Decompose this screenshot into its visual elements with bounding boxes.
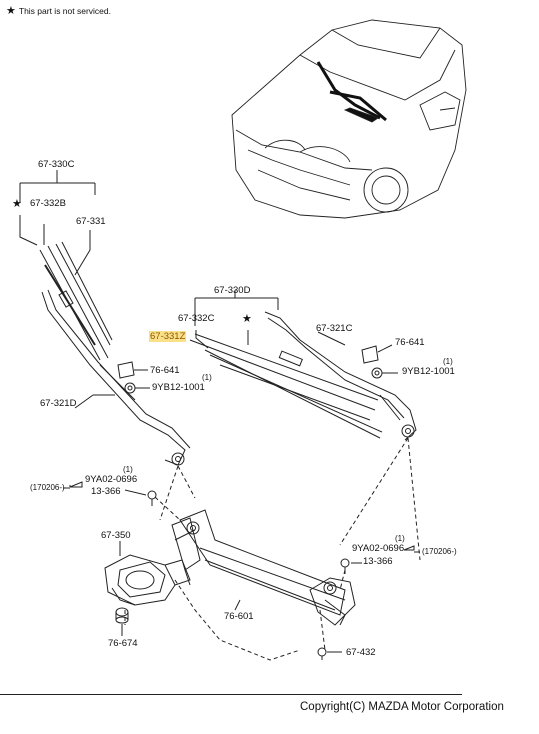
- part-label-67-432: 67-432: [346, 647, 376, 658]
- star-icon: ★: [12, 197, 22, 210]
- left-wiper-blade: [39, 241, 113, 361]
- grommet-76-674: [115, 607, 129, 624]
- part-label-76-641-right: 76-641: [395, 337, 425, 348]
- part-label-67-330c: 67-330C: [38, 159, 75, 170]
- qty-label: (1): [395, 534, 405, 543]
- flag-left: [69, 481, 83, 488]
- leader-321c: [317, 331, 346, 346]
- left-wiper-arm: [41, 289, 191, 466]
- flag-right: [403, 545, 415, 551]
- part-label-67-321d: 67-321D: [40, 398, 77, 409]
- part-label-13-366-left: 13-366: [91, 486, 121, 497]
- date-note-left: (170206-): [30, 483, 65, 492]
- qty-label: (1): [202, 373, 212, 382]
- copyright-text: Copyright(C) MAZDA Motor Corporation: [300, 701, 504, 713]
- leader-76-601: [234, 599, 241, 611]
- part-label-67-332b: 67-332B: [30, 198, 66, 209]
- part-label-76-601: 76-601: [224, 611, 254, 622]
- star-icon: ★: [6, 4, 16, 17]
- part-label-76-674: 76-674: [108, 638, 138, 649]
- note-text: This part is not serviced.: [18, 6, 111, 16]
- part-label-67-321c: 67-321C: [316, 323, 353, 334]
- wiper-linkage: [171, 509, 356, 626]
- bolt-13-366-left: [147, 490, 157, 506]
- vehicle-illustration: [231, 19, 467, 219]
- part-label-67-331: 67-331: [76, 216, 106, 227]
- part-label-9yb12-1001-left: 9YB12-1001: [152, 382, 205, 393]
- right-wiper-blade: [189, 333, 383, 439]
- part-label-76-641-left: 76-641: [150, 365, 180, 376]
- wiper-motor: [104, 554, 191, 606]
- qty-label: (1): [123, 465, 133, 474]
- dashed-connection-lines: [124, 437, 421, 661]
- nut-9yb12-right: [371, 367, 383, 379]
- part-label-13-366-right: 13-366: [363, 556, 393, 567]
- clip-67-432: [317, 647, 327, 660]
- bracket-330d: [194, 297, 279, 326]
- part-label-67-332c: 67-332C: [178, 313, 215, 324]
- part-label-67-331z: 67-331Z: [149, 331, 187, 342]
- footer-divider: [0, 694, 462, 695]
- part-label-67-350: 67-350: [101, 530, 131, 541]
- right-wiper-arm: [264, 311, 417, 441]
- part-label-67-330d: 67-330D: [214, 285, 251, 296]
- not-serviced-note: ★This part is not serviced.: [6, 5, 111, 17]
- qty-label: (1): [443, 357, 453, 366]
- nut-9yb12-left: [124, 382, 136, 394]
- part-label-9ya02-0696-left: 9YA02-0696: [85, 474, 138, 485]
- bolt-13-366-right: [340, 558, 350, 574]
- cap-76-641-left: [117, 361, 135, 379]
- date-note-right: (170206-): [422, 547, 457, 556]
- star-icon: ★: [242, 312, 252, 325]
- part-label-9yb12-1001-right: 9YB12-1001: [402, 366, 455, 377]
- cap-76-641-right: [361, 345, 379, 364]
- part-label-9ya02-0696-right: 9YA02-0696: [352, 543, 405, 554]
